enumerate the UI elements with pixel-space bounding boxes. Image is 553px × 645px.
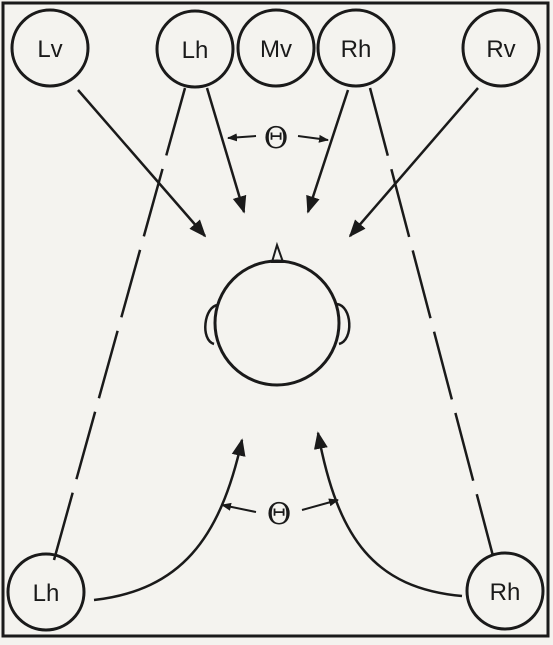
speaker-lv: Lv bbox=[10, 8, 90, 88]
speaker-rv: Rv bbox=[461, 8, 541, 88]
speaker-rh-bottom-circle bbox=[465, 551, 545, 631]
speaker-mv-label: Mv bbox=[260, 36, 292, 63]
speaker-rh-top-label: Rh bbox=[341, 36, 372, 63]
speaker-rh-top: Rh bbox=[316, 8, 396, 88]
angle-bottom-label: Θ bbox=[267, 497, 292, 532]
left-dashed-guide bbox=[52, 87, 187, 561]
arrow-lh-top-to-listener bbox=[205, 87, 247, 214]
arrow-lv-to-listener bbox=[77, 89, 207, 238]
speaker-rv-label: Rv bbox=[486, 36, 515, 63]
speaker-lh-bottom-circle bbox=[6, 552, 86, 632]
listener-nose bbox=[270, 241, 285, 263]
speaker-rh-top-circle bbox=[316, 8, 396, 88]
speaker-lv-label: Lv bbox=[37, 36, 62, 63]
listener-head bbox=[204, 241, 351, 387]
speaker-lv-circle bbox=[10, 8, 90, 88]
angle-top-right-arrow bbox=[297, 134, 329, 143]
speaker-mv: Mv bbox=[236, 8, 316, 88]
listener-head-outline bbox=[213, 259, 341, 387]
arrow-rv-to-listener bbox=[348, 87, 479, 238]
speaker-rh-bottom-label: Rh bbox=[490, 579, 521, 606]
angle-bottom-right-arrow bbox=[301, 498, 339, 511]
speaker-rv-circle bbox=[461, 8, 541, 88]
angle-top-left-arrow bbox=[227, 133, 257, 142]
arrow-rh-top-to-listener bbox=[306, 89, 350, 214]
right-dashed-guide bbox=[368, 87, 495, 557]
speaker-lh-top-label: Lh bbox=[182, 37, 209, 64]
listener-right-ear bbox=[336, 302, 351, 346]
speaker-lh-bottom: Lh bbox=[6, 552, 86, 632]
speaker-lh-bottom-label: Lh bbox=[33, 580, 60, 607]
speaker-mv-circle bbox=[236, 8, 316, 88]
speaker-rh-bottom: Rh bbox=[465, 551, 545, 631]
arrow-rh-bottom-to-listener bbox=[314, 431, 463, 598]
angle-bottom-left-arrow bbox=[221, 502, 257, 513]
listener-left-ear bbox=[204, 303, 219, 346]
arrow-lh-bottom-to-listener bbox=[93, 438, 246, 602]
angle-top-label: Θ bbox=[264, 121, 289, 156]
speaker-lh-top-circle bbox=[155, 9, 235, 89]
speaker-lh-top: Lh bbox=[155, 9, 235, 89]
